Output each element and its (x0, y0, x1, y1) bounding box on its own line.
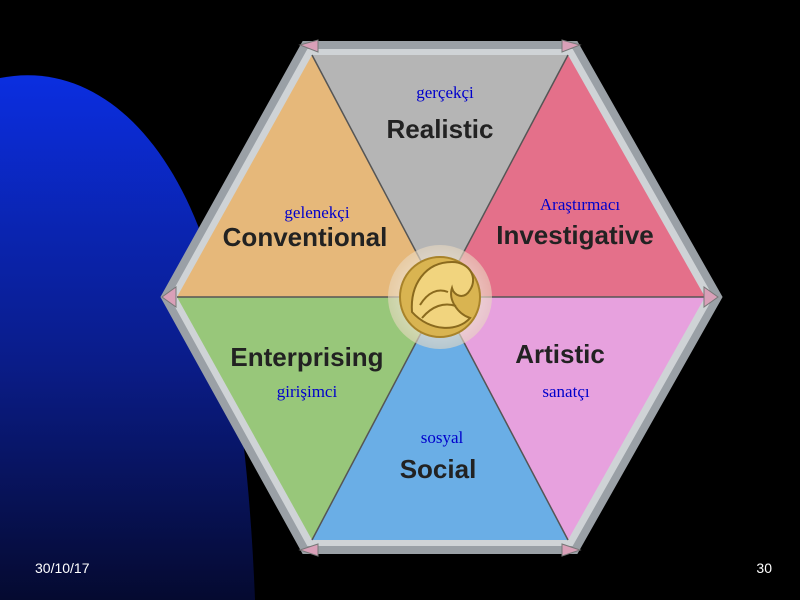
label-social: Social (400, 454, 477, 484)
turkish-label-enterprising: girişimci (277, 382, 338, 401)
pegasus-logo-icon (388, 245, 492, 349)
turkish-label-conventional: gelenekçi (284, 203, 349, 222)
segment-artistic (440, 297, 705, 540)
segment-realistic (312, 55, 568, 297)
segment-enterprising (177, 297, 440, 540)
label-investigative: Investigative (496, 220, 654, 250)
label-realistic: Realistic (387, 114, 494, 144)
turkish-label-investigative: Araştırmacı (540, 195, 621, 214)
label-enterprising: Enterprising (230, 342, 383, 372)
turkish-label-realistic: gerçekçi (416, 83, 474, 102)
label-artistic: Artistic (515, 339, 605, 369)
turkish-label-social: sosyal (421, 428, 464, 447)
turkish-label-artistic: sanatçı (542, 382, 589, 401)
corner-arrow-icons (161, 39, 719, 557)
slide-page-number: 30 (756, 560, 772, 576)
segment-conventional (177, 55, 440, 297)
segment-social (312, 297, 568, 540)
segment-investigative (440, 55, 705, 297)
label-conventional: Conventional (223, 222, 388, 252)
slide-date: 30/10/17 (35, 560, 90, 576)
